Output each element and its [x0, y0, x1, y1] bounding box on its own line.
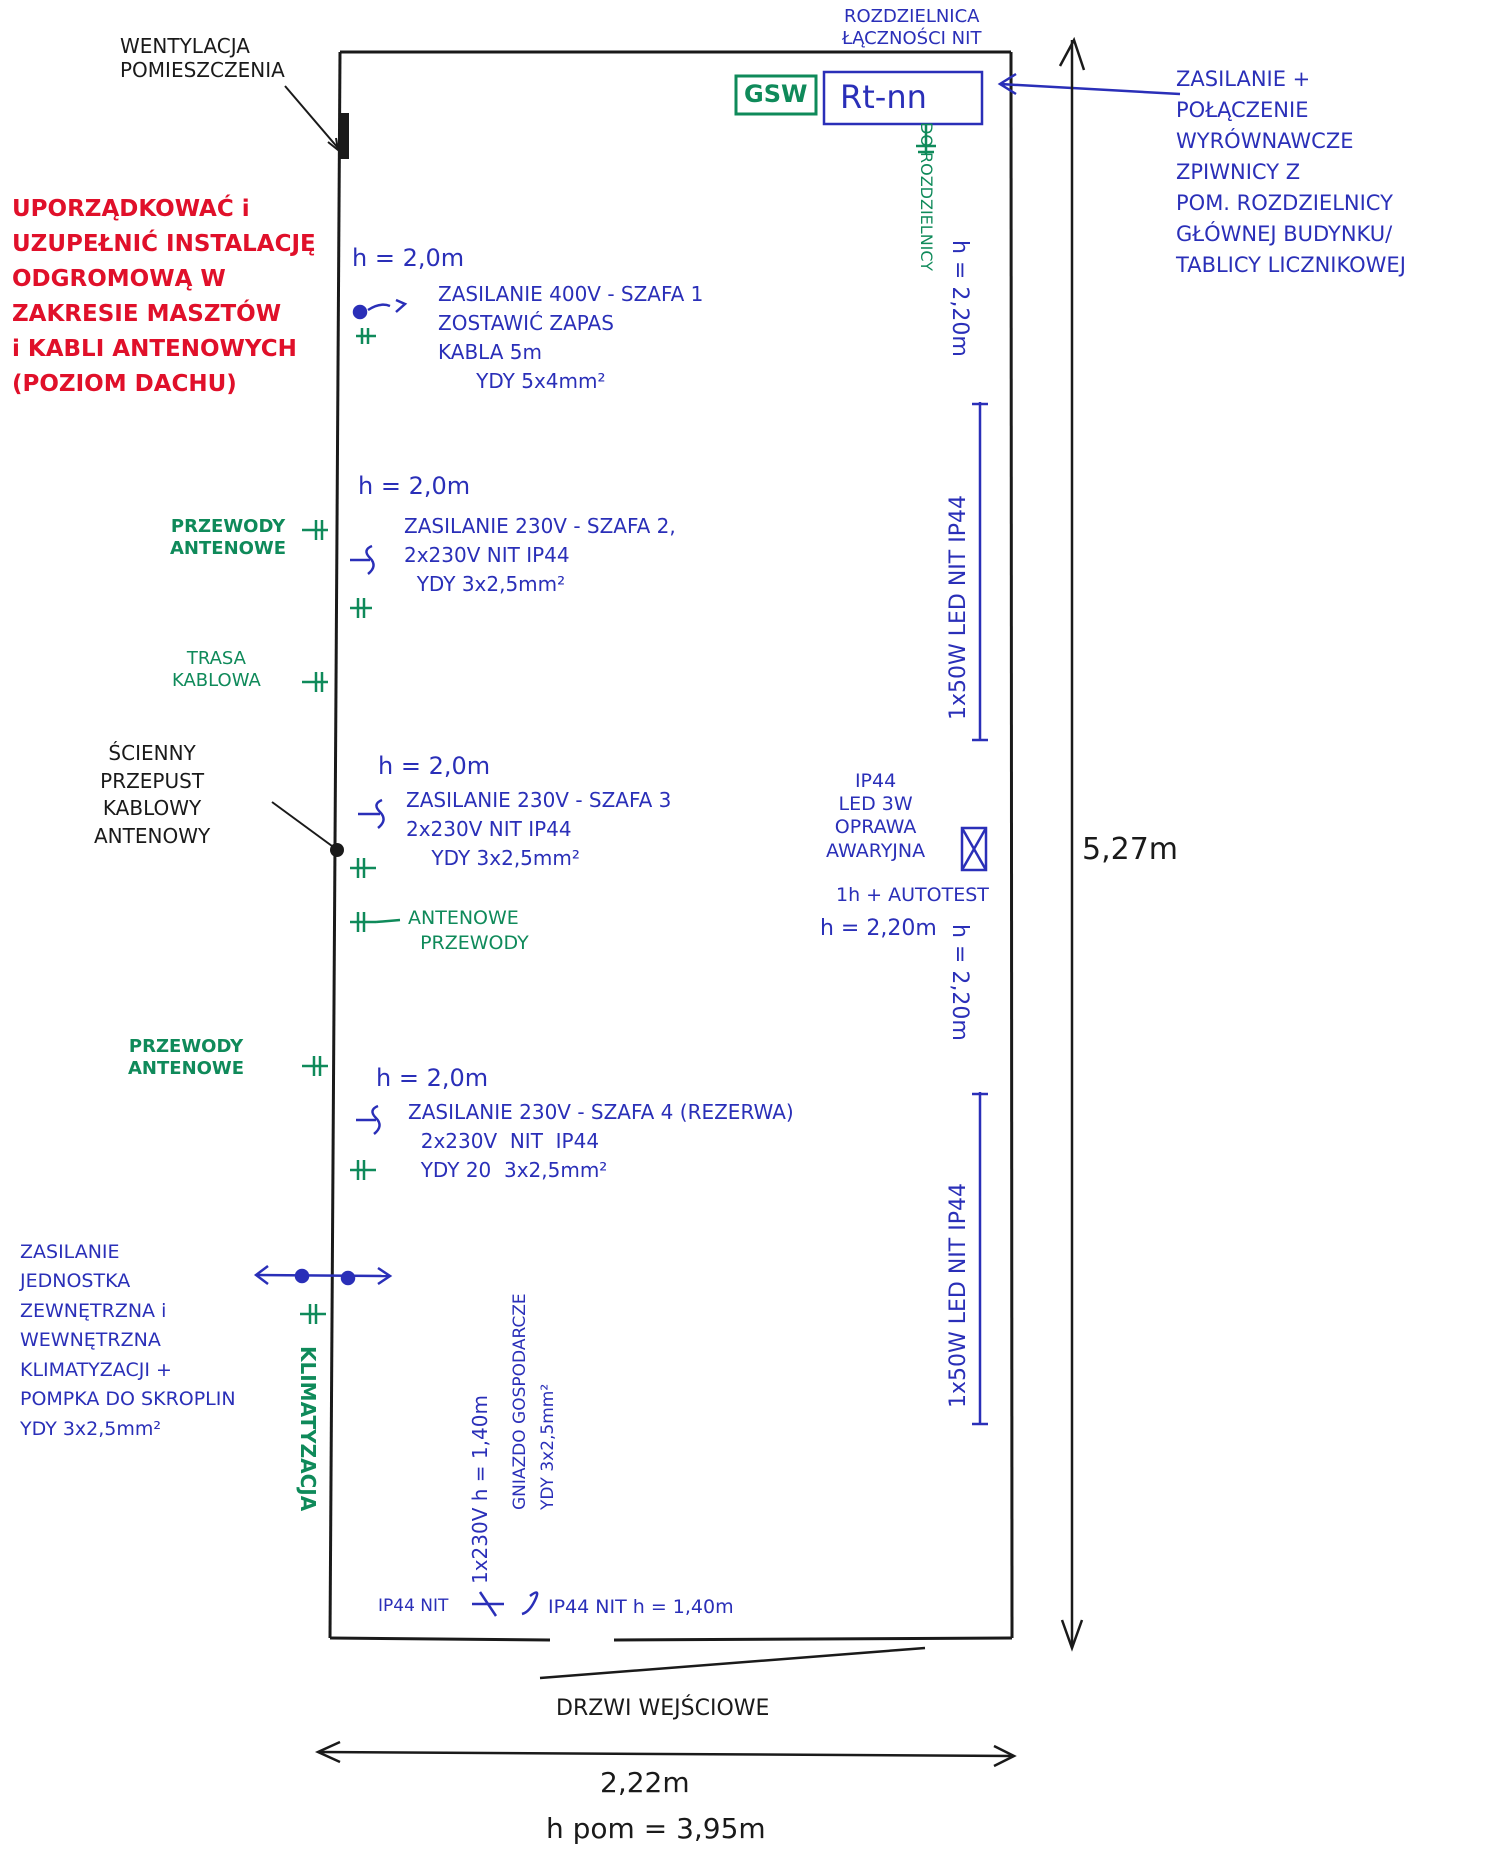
- cable-passthrough-symbol: [330, 843, 344, 857]
- szafa4-supply-label: ZASILANIE 230V - SZAFA 4 (REZERWA) 2x230…: [408, 1100, 794, 1182]
- room-height-label: h pom = 3,95m: [546, 1812, 766, 1845]
- air-conditioning-supply-label: ZASILANIE JEDNOSTKA ZEWNĘTRZNA i WEWNĘTR…: [20, 1241, 236, 1440]
- led-bottom-label: 1x50W LED NIT IP44: [946, 1183, 971, 1408]
- rt-nn-box: [822, 70, 984, 126]
- antenna-cables-label-2: ANTENOWE PRZEWODY: [408, 907, 529, 954]
- led-top-label: 1x50W LED NIT IP44: [946, 495, 971, 720]
- room-length-dimension: 5,27m: [1082, 832, 1179, 867]
- ip44-right-label: IP44 NIT h = 1,40m: [548, 1596, 734, 1618]
- height-label-szafa3: h = 2,0m: [378, 752, 491, 780]
- socket-spec-label-1: 1x230V h = 1,40m: [468, 1395, 492, 1584]
- gsw-label: GSW: [744, 80, 808, 108]
- emergency-luminaire-label: IP44 LED 3W OPRAWA AWARYJNA: [826, 770, 926, 862]
- h220-mid-label: h = 2,20m: [947, 924, 972, 1041]
- socket-spec-label-2: GNIAZDO GOSPODARCZE: [510, 1293, 530, 1510]
- height-label-oprawa: h = 2,20m: [820, 916, 937, 941]
- klimatyzacja-label: KLIMATYZACJA: [296, 1346, 320, 1512]
- antenna-cables-label-1: PRZEWODY ANTENOWE: [170, 516, 287, 559]
- ventilation-grille: [339, 113, 349, 159]
- socket-spec-label-3: YDY 3x2,5mm²: [538, 1383, 558, 1510]
- szafa1-supply-label: ZASILANIE 400V - SZAFA 1 ZOSTAWIĆ ZAPAS …: [438, 282, 704, 393]
- ventilation-label: WENTYLACJA POMIESZCZENIA: [120, 34, 285, 82]
- rozdzielnica-title: ROZDZIELNICA ŁĄCZNOŚCI NIT: [842, 6, 982, 49]
- lightning-protection-note: UPORZĄDKOWAĆ i UZUPEŁNIĆ INSTALACJĘ ODGR…: [12, 196, 316, 397]
- autotest-label: 1h + AUTOTEST: [836, 884, 989, 906]
- height-label-szafa4: h = 2,0m: [376, 1064, 489, 1092]
- szafa2-supply-label: ZASILANIE 230V - SZAFA 2, 2x230V NIT IP4…: [404, 514, 676, 596]
- antenna-cables-label-3: PRZEWODY ANTENOWE: [128, 1036, 245, 1079]
- ip44-left-label: IP44 NIT: [378, 1596, 449, 1616]
- room-width-dimension: 2,22m: [600, 1766, 690, 1799]
- emergency-luminaire-symbol: [960, 826, 988, 872]
- supply-from-main-board-label: ZASILANIE + POŁĄCZENIE WYRÓWNAWCZE ZPIWN…: [1176, 67, 1406, 278]
- entrance-door-label: DRZWI WEJŚCIOWE: [556, 1696, 770, 1721]
- do-rozdzielnicy-label: DO ROZDZIELNICY: [917, 122, 936, 272]
- h220-top-label: h = 2,20m: [947, 240, 972, 357]
- wall-passthrough-label: ŚCIENNY PRZEPUST KABLOWY ANTENOWY: [94, 741, 211, 848]
- height-label-szafa1: h = 2,0m: [352, 244, 465, 272]
- rt-nn-label: Rt-nn: [840, 78, 927, 116]
- height-label-szafa2: h = 2,0m: [358, 472, 471, 500]
- gsw-box: [734, 74, 818, 116]
- cable-route-label: TRASA KABLOWA: [172, 648, 261, 691]
- room-outline: [328, 50, 1014, 1680]
- szafa3-supply-label: ZASILANIE 230V - SZAFA 3 2x230V NIT IP44…: [406, 788, 672, 870]
